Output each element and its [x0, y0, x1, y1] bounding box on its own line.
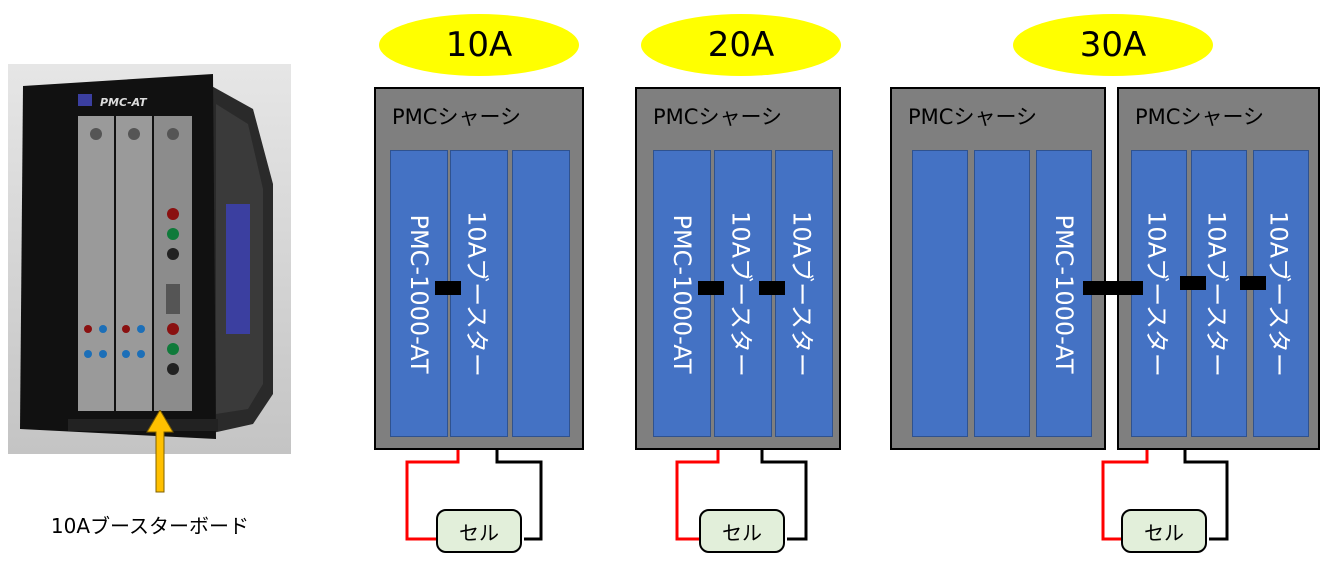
slot-label: 10Aブースター [1142, 210, 1171, 377]
connector [1240, 276, 1266, 290]
chassis-label: PMCシャーシ [1135, 105, 1265, 129]
connector [1083, 281, 1143, 295]
current-badge-10a: 10A [379, 14, 579, 76]
instrument-photo: PMC-AT [8, 64, 291, 454]
cell-30a: セル [1121, 509, 1207, 553]
current-badge-20a: 20A [641, 14, 841, 76]
slot-label: 10Aブースター [726, 210, 755, 377]
slot-empty [512, 150, 570, 437]
chassis-10a: PMCシャーシ PMC-1000-AT 10Aブースター [374, 87, 584, 450]
chassis-label: PMCシャーシ [653, 105, 783, 129]
cell-20a: セル [699, 509, 785, 553]
pmc-at-instrument-illustration: PMC-AT [8, 64, 291, 454]
slot-booster: 10Aブースター [1253, 150, 1309, 437]
chassis-label: PMCシャーシ [392, 105, 522, 129]
slot-label: PMC-1000-AT [1050, 213, 1078, 374]
chassis-20a: PMCシャーシ PMC-1000-AT 10Aブースター 10Aブースター [635, 87, 841, 450]
slot-booster: 10Aブースター [1191, 150, 1247, 437]
front-brand-text: PMC-AT [100, 96, 148, 109]
chassis-label: PMCシャーシ [908, 105, 1038, 129]
current-badge-30a: 30A [1013, 14, 1213, 76]
slot-label: 10Aブースター [462, 210, 491, 377]
slot-empty [974, 150, 1030, 437]
connector [1180, 276, 1206, 290]
chassis-30a-left: PMCシャーシ PMC-1000-AT [890, 87, 1106, 450]
slot-label: PMC-1000-AT [668, 213, 696, 374]
connector [698, 281, 724, 295]
slot-label: 10Aブースター [787, 210, 816, 377]
arrow-icon [146, 410, 174, 493]
connector [435, 281, 461, 295]
slot-label: 10Aブースター [1264, 210, 1293, 377]
slot-pmc-1000-at: PMC-1000-AT [1036, 150, 1092, 437]
slot-label: PMC-1000-AT [405, 213, 433, 374]
connector [759, 281, 785, 295]
chassis-30a-right: PMCシャーシ 10Aブースター 10Aブースター 10Aブースター [1117, 87, 1320, 450]
cell-10a: セル [436, 509, 522, 553]
slot-label: 10Aブースター [1202, 210, 1231, 377]
slot-empty [912, 150, 968, 437]
booster-board-caption: 10Aブースターボード [50, 514, 250, 538]
